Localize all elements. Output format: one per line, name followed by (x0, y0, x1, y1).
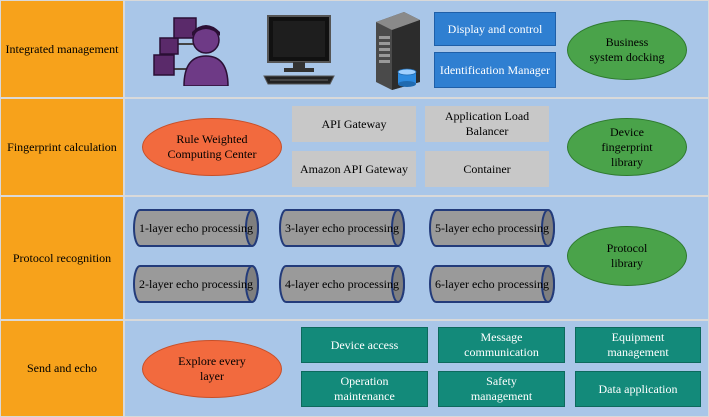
safety-management-box: Safety management (438, 371, 565, 407)
rule-weighted-computing-center-ellipse: Rule Weighted Computing Center (142, 118, 282, 176)
operation-maintenance-box: Operation maintenance (301, 371, 428, 407)
echo-layer-3-cylinder: 3-layer echo processing (278, 208, 406, 248)
identification-manager-box: Identification Manager (434, 52, 556, 88)
api-gateway-box: API Gateway (292, 106, 416, 142)
display-control-box: Display and control (434, 12, 556, 46)
echo-layer-5-label: 5-layer echo processing (435, 220, 549, 235)
row-label-send-and-echo: Send and echo (0, 320, 124, 417)
message-communication-box: Message communication (438, 327, 565, 363)
echo-layer-4-label: 4-layer echo processing (285, 276, 399, 291)
echo-layer-1-cylinder: 1-layer echo processing (132, 208, 260, 248)
row-label-protocol-recognition: Protocol recognition (0, 196, 124, 320)
device-access-box: Device access (301, 327, 428, 363)
data-application-box: Data application (575, 371, 701, 407)
explore-every-layer-ellipse: Explore every layer (142, 340, 282, 398)
amazon-api-gateway-box: Amazon API Gateway (292, 151, 416, 187)
echo-layer-1-label: 1-layer echo processing (139, 220, 253, 235)
row-label-fingerprint-calculation: Fingerprint calculation (0, 98, 124, 196)
protocol-library-ellipse: Protocol library (567, 226, 687, 286)
equipment-management-box: Equipment management (575, 327, 701, 363)
echo-layer-2-cylinder: 2-layer echo processing (132, 264, 260, 304)
business-system-docking-ellipse: Business system docking (567, 20, 687, 80)
users-icon (152, 14, 232, 87)
container-box: Container (425, 151, 549, 187)
echo-layer-5-cylinder: 5-layer echo processing (428, 208, 556, 248)
computer-icon (262, 14, 336, 86)
device-fingerprint-library-ellipse: Device fingerprint library (567, 118, 687, 176)
row-label-integrated-management: Integrated management (0, 0, 124, 98)
echo-layer-6-label: 6-layer echo processing (435, 276, 549, 291)
echo-layer-2-label: 2-layer echo processing (139, 276, 253, 291)
echo-layer-4-cylinder: 4-layer echo processing (278, 264, 406, 304)
echo-layer-6-cylinder: 6-layer echo processing (428, 264, 556, 304)
echo-layer-3-label: 3-layer echo processing (285, 220, 399, 235)
server-database-icon (366, 8, 424, 90)
application-load-balancer-box: Application Load Balancer (425, 106, 549, 142)
